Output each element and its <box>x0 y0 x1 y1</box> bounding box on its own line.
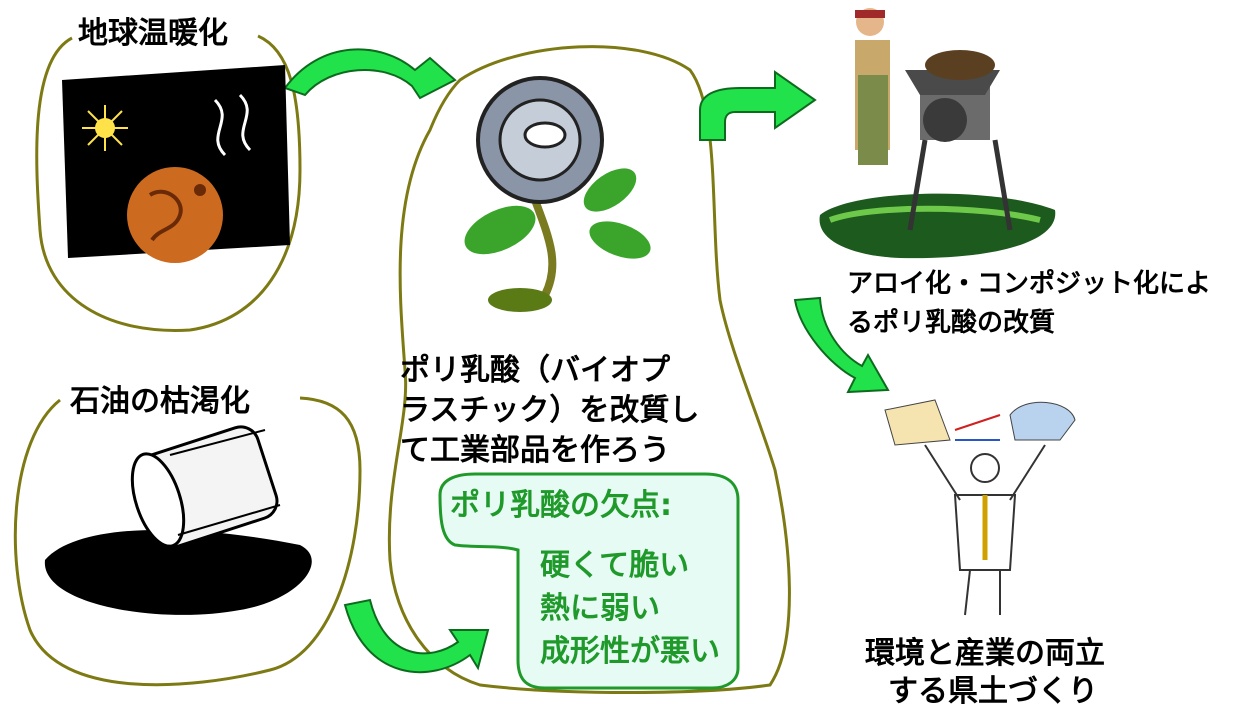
earth-warming-icon <box>62 65 290 263</box>
pla-line1: ポリ乳酸（バイオプ <box>400 353 670 388</box>
defects-title: ポリ乳酸の欠点: <box>450 488 672 523</box>
global-warming-outline <box>35 34 302 332</box>
defect-item-2: 熱に弱い <box>540 591 660 626</box>
alloy-line1: アロイ化・コンポジット化によ <box>847 269 1212 299</box>
defect-item-3: 成形性が悪い <box>540 634 720 669</box>
oil-depletion-outline <box>13 396 362 687</box>
farmer-grinder-icon <box>819 8 1056 259</box>
defect-item-1: 硬くて脆い <box>540 548 690 583</box>
pla-line2: ラスチック）を改質し <box>400 393 700 428</box>
oil-depletion-label: 石油の枯渇化 <box>70 384 250 419</box>
juggler-factory-icon <box>884 399 1076 616</box>
alloy-line2: るポリ乳酸の改質 <box>847 308 1056 338</box>
pla-line3: て工業部品を作ろう <box>400 433 670 468</box>
goal-line2: する県土づくり <box>888 674 1098 709</box>
defects-callout <box>438 472 740 690</box>
oil-barrel-icon <box>44 425 312 615</box>
gear-flower-icon <box>464 76 651 312</box>
arrow-warming-to-pla <box>283 48 457 100</box>
global-warming-label: 地球温暖化 <box>78 16 228 51</box>
goal-line1: 環境と産業の両立 <box>865 636 1105 671</box>
arrow-oil-to-pla <box>343 598 490 674</box>
arrow-alloy-to-goal <box>793 296 890 394</box>
arrow-pla-to-farmer <box>699 70 817 141</box>
